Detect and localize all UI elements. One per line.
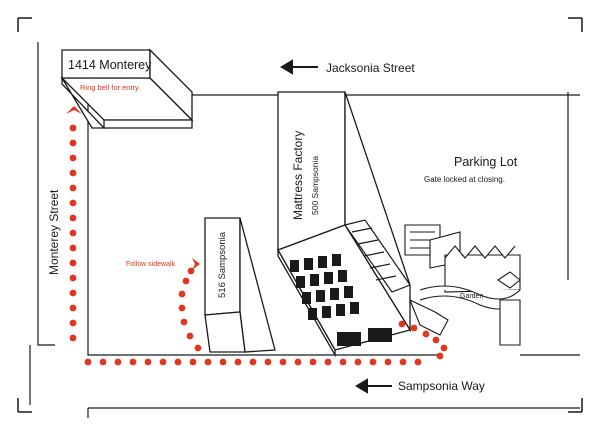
building-1414-monterey-label: 1414 Monterey	[68, 58, 152, 72]
route-dot	[69, 199, 77, 207]
route-dot	[180, 318, 188, 326]
route-dot	[369, 358, 377, 366]
route-dot	[69, 154, 77, 162]
route-dot	[69, 169, 77, 177]
route-dot	[69, 319, 77, 327]
route-dot	[194, 344, 202, 352]
route-dot	[339, 358, 347, 366]
mattress-factory-label: Mattress Factory	[291, 131, 305, 220]
route-dot	[178, 290, 186, 298]
monterey-street-label: Monterey Street	[47, 189, 61, 275]
route-dot	[324, 358, 332, 366]
route-dot	[432, 336, 440, 344]
route-dot	[69, 334, 77, 342]
building-516-sampsonia	[204, 217, 276, 353]
route-arrow-right-icon	[192, 258, 200, 270]
mattress-factory-annex	[344, 219, 411, 293]
route-dot	[436, 352, 444, 360]
route-dot	[182, 277, 190, 285]
route-dot	[69, 214, 77, 222]
route-dot	[84, 358, 92, 366]
route-dot	[234, 358, 242, 366]
mattress-factory-address: 500 Sampsonia	[310, 156, 320, 215]
route-dot	[69, 304, 77, 312]
route-dot	[69, 184, 77, 192]
route-dot	[69, 274, 77, 282]
sampsonia-way-label: Sampsonia Way	[398, 379, 485, 393]
parking-lot-label: Parking Lot	[454, 155, 518, 169]
route-dot	[410, 324, 418, 332]
ring-bell-note: Ring bell for entry.	[80, 83, 140, 92]
route-dot	[440, 344, 448, 352]
sampsonia-arrow-icon	[355, 378, 392, 394]
route-dot	[186, 332, 194, 340]
route-dot	[264, 358, 272, 366]
route-dot	[99, 358, 107, 366]
jacksonia-street-label: Jacksonia Street	[326, 61, 415, 75]
block-outlines	[29, 42, 580, 418]
route-dot	[129, 358, 137, 366]
route-dot	[69, 139, 77, 147]
route-dot	[422, 330, 430, 338]
route-dot	[69, 259, 77, 267]
route-dot	[384, 358, 392, 366]
route-dot	[69, 244, 77, 252]
mattress-factory-windows	[290, 254, 392, 346]
route-dot	[219, 358, 227, 366]
route-arrow-up-icon	[66, 106, 82, 114]
route-dot	[354, 358, 362, 366]
garden-structures	[404, 224, 521, 346]
route-dot	[178, 304, 186, 312]
route-dot	[414, 358, 422, 366]
building-516-sampsonia-label: 516 Sampsonia	[217, 231, 228, 298]
building-1414-monterey	[60, 48, 194, 129]
route-dot	[398, 320, 406, 328]
route-dot	[294, 358, 302, 366]
walking-route	[69, 124, 448, 366]
route-dot	[69, 124, 77, 132]
route-dot	[189, 358, 197, 366]
route-dot	[279, 358, 287, 366]
route-dot	[69, 229, 77, 237]
follow-sidewalk-note: Follow sidewalk.	[126, 261, 177, 268]
route-dot	[399, 358, 407, 366]
route-dot	[114, 358, 122, 366]
route-dot	[69, 289, 77, 297]
route-dot	[159, 358, 167, 366]
parking-lot-note: Gate locked at closing.	[424, 175, 505, 184]
route-dot	[174, 358, 182, 366]
route-dot	[309, 358, 317, 366]
route-dot	[144, 358, 152, 366]
route-dot	[249, 358, 257, 366]
garden-label: Garden	[460, 293, 483, 300]
route-dot	[204, 358, 212, 366]
jacksonia-arrow-icon	[280, 59, 318, 75]
corner-marks	[17, 17, 583, 413]
